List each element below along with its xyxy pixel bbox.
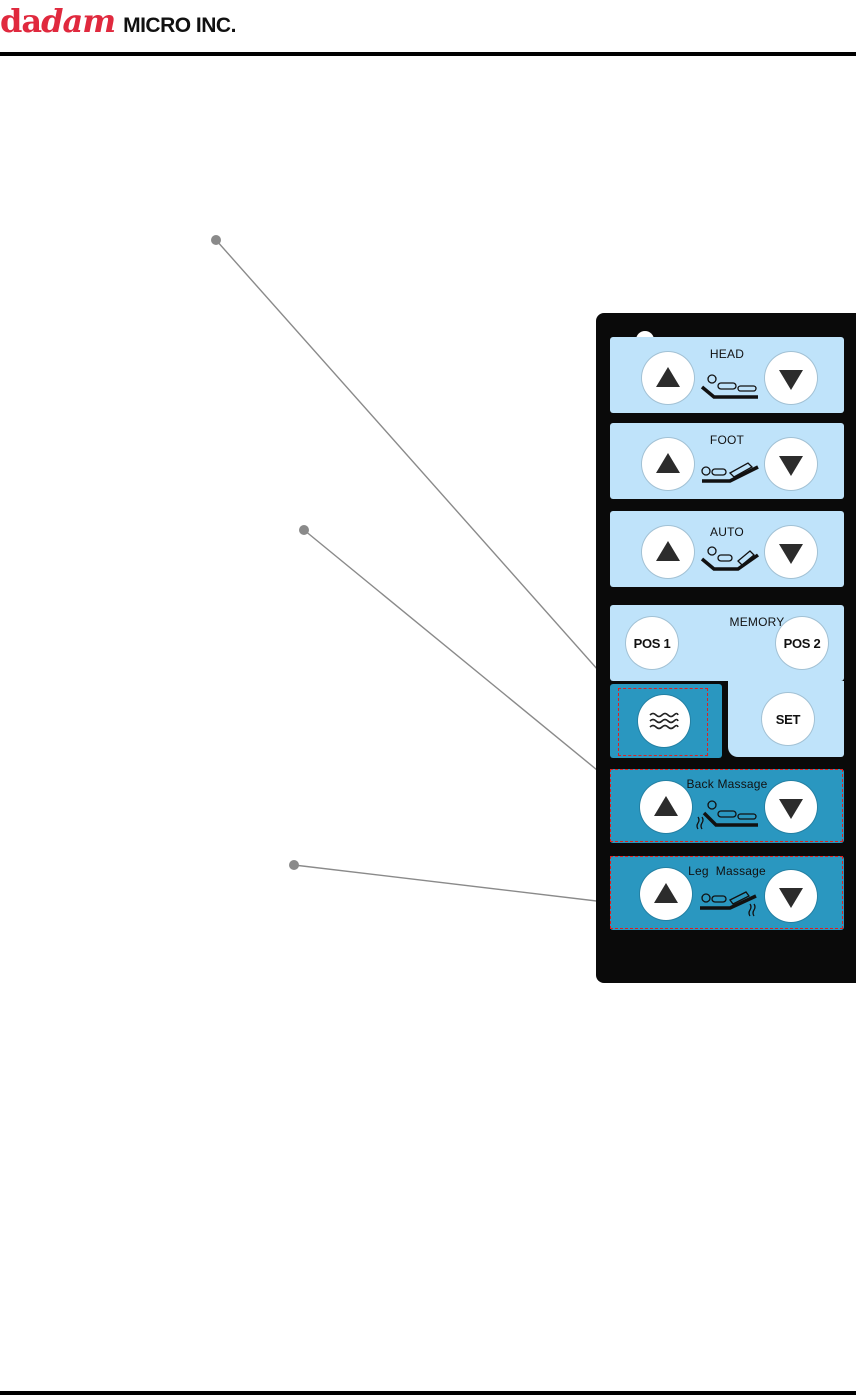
bed-foot-up-icon xyxy=(701,462,759,483)
triangle-up-icon xyxy=(656,366,680,387)
triangle-up-icon xyxy=(654,882,678,903)
bed-remote-control: HEAD FOOT AUTO MEMORY POS 1 POS 2 xyxy=(596,313,856,983)
triangle-up-icon xyxy=(656,540,680,561)
memory-panel-bottom: SET xyxy=(728,681,844,757)
head-label: HEAD xyxy=(709,347,745,361)
callout-dot-leg-massage xyxy=(289,860,299,870)
wave-massage-icon xyxy=(649,712,679,730)
callout-dot-massage-button xyxy=(211,235,221,245)
back-massage-highlight-box xyxy=(610,769,843,842)
pos2-button[interactable]: POS 2 xyxy=(776,617,828,669)
back-massage-panel: Back Massage xyxy=(610,769,844,843)
back-massage-label: Back Massage xyxy=(686,777,768,791)
triangle-down-icon xyxy=(779,370,803,390)
logo-brand-part2: dam xyxy=(41,2,116,40)
bed-auto-icon xyxy=(700,546,760,571)
back-massage-up-button[interactable] xyxy=(640,781,692,833)
bed-leg-massage-icon xyxy=(700,891,757,917)
massage-panel xyxy=(610,684,722,758)
triangle-down-icon xyxy=(779,456,803,476)
leg-massage-up-button[interactable] xyxy=(640,868,692,920)
leg-massage-label: Leg Massage xyxy=(688,864,766,878)
leg-massage-panel: Leg Massage xyxy=(610,856,844,930)
foot-label: FOOT xyxy=(709,433,745,447)
leg-massage-down-button[interactable] xyxy=(765,870,817,922)
logo-brand: dadam xyxy=(0,2,116,40)
logo-brand-part1: da xyxy=(0,2,42,40)
auto-down-button[interactable] xyxy=(765,526,817,578)
auto-panel: AUTO xyxy=(610,511,844,587)
bed-head-up-icon xyxy=(700,374,758,399)
head-down-button[interactable] xyxy=(765,352,817,404)
bed-back-massage-icon xyxy=(696,800,758,830)
callout-line-back-massage xyxy=(303,529,631,798)
auto-label: AUTO xyxy=(710,525,744,539)
foot-up-button[interactable] xyxy=(642,438,694,490)
callout-line-leg-massage xyxy=(293,864,631,906)
set-label: SET xyxy=(775,711,801,727)
footer-rule xyxy=(0,1391,856,1395)
pos1-button[interactable]: POS 1 xyxy=(626,617,678,669)
foot-panel: FOOT xyxy=(610,423,844,499)
header-rule xyxy=(0,52,856,56)
callout-dot-back-massage xyxy=(299,525,309,535)
triangle-down-icon xyxy=(779,544,803,564)
triangle-up-icon xyxy=(654,795,678,816)
back-massage-down-button[interactable] xyxy=(765,781,817,833)
memory-label: MEMORY xyxy=(729,615,785,629)
pos2-label: POS 2 xyxy=(783,635,821,651)
set-button[interactable]: SET xyxy=(762,693,814,745)
head-up-button[interactable] xyxy=(642,352,694,404)
memory-panel-top: MEMORY POS 1 POS 2 xyxy=(610,605,844,681)
leg-massage-highlight-box xyxy=(610,856,843,929)
auto-up-button[interactable] xyxy=(642,526,694,578)
logo-suffix: MICRO INC. xyxy=(123,14,236,37)
head-panel: HEAD xyxy=(610,337,844,413)
triangle-down-icon xyxy=(779,799,803,819)
pos1-label: POS 1 xyxy=(633,635,671,651)
massage-highlight-box xyxy=(618,688,708,756)
triangle-down-icon xyxy=(779,888,803,908)
company-logo: dadam MICRO INC. xyxy=(0,2,236,42)
foot-down-button[interactable] xyxy=(765,438,817,490)
triangle-up-icon xyxy=(656,452,680,473)
massage-toggle-button[interactable] xyxy=(638,695,690,747)
callout-line-massage-button xyxy=(215,239,631,707)
